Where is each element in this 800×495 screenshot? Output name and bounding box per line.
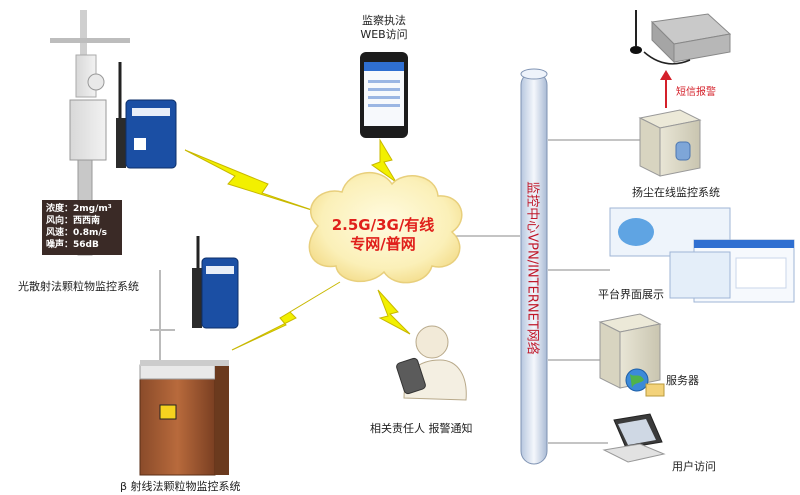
- person-icon: [396, 325, 467, 401]
- network-cloud: [308, 171, 463, 284]
- backbone-label: 监控中心VPN/INTERNET网络: [524, 181, 540, 355]
- backbone-pipe: [520, 68, 548, 465]
- gateway-icon: [116, 62, 177, 169]
- web-access-line1: 监察执法: [362, 14, 406, 27]
- beta-ray-label: β 射线法颗粒物监控系统: [120, 480, 241, 493]
- laptop-icon: [602, 413, 666, 463]
- server-label: 服务器: [666, 374, 699, 387]
- cloud-label-line1: 2.5G/3G/有线: [331, 216, 435, 234]
- sms-modem-icon: [630, 10, 732, 65]
- board-row: 风向：西西南: [46, 215, 122, 227]
- board-row-name: 噪声：: [46, 240, 74, 250]
- sms-alarm-label: 短信报警: [676, 87, 716, 98]
- dust-system-label: 扬尘在线监控系统: [632, 186, 720, 199]
- responsible-label: 相关责任人 报警通知: [370, 422, 473, 435]
- board-row-value: 2mg/m³: [73, 204, 112, 214]
- display-board: [42, 200, 122, 255]
- bolt-left-bottom: [231, 281, 341, 351]
- connection-lines: [440, 139, 640, 444]
- light-scatter-label: 光散射法颗粒物监控系统: [18, 280, 139, 293]
- beta-cabinet-icon: [139, 270, 229, 476]
- board-row: 噪声：56dB: [46, 239, 122, 251]
- platform-label: 平台界面展示: [598, 288, 664, 301]
- board-row-name: 浓度：: [46, 204, 74, 214]
- cloud-label-line2: 专网/普网: [350, 235, 416, 253]
- bolt-left-top: [184, 149, 319, 213]
- board-row-value: 西西南: [73, 216, 101, 226]
- display-board-text: 浓度：2mg/m³ 风向：西西南 风速：0.8m/s 噪声：56dB: [46, 203, 122, 251]
- globe-icon: [625, 368, 665, 397]
- board-row-value: 0.8m/s: [73, 228, 107, 238]
- bolt-person: [377, 289, 411, 335]
- board-row: 浓度：2mg/m³: [46, 203, 122, 215]
- board-row-name: 风向：: [46, 216, 74, 226]
- platform-screens-icon: [609, 207, 795, 303]
- user-access-label: 用户访问: [672, 460, 716, 473]
- gateway-icon-2: [192, 236, 239, 329]
- sms-arrow: [660, 70, 672, 108]
- cloud-label: 2.5G/3G/有线 专网/普网: [318, 216, 448, 254]
- web-access-line2: WEB访问: [360, 28, 408, 41]
- board-row-name: 风速：: [46, 228, 74, 238]
- server-icon-dust: [638, 109, 702, 177]
- phone-icon: [360, 52, 408, 138]
- web-access-label: 监察执法 WEB访问: [344, 14, 424, 42]
- board-row-value: 56dB: [73, 240, 99, 250]
- board-row: 风速：0.8m/s: [46, 227, 122, 239]
